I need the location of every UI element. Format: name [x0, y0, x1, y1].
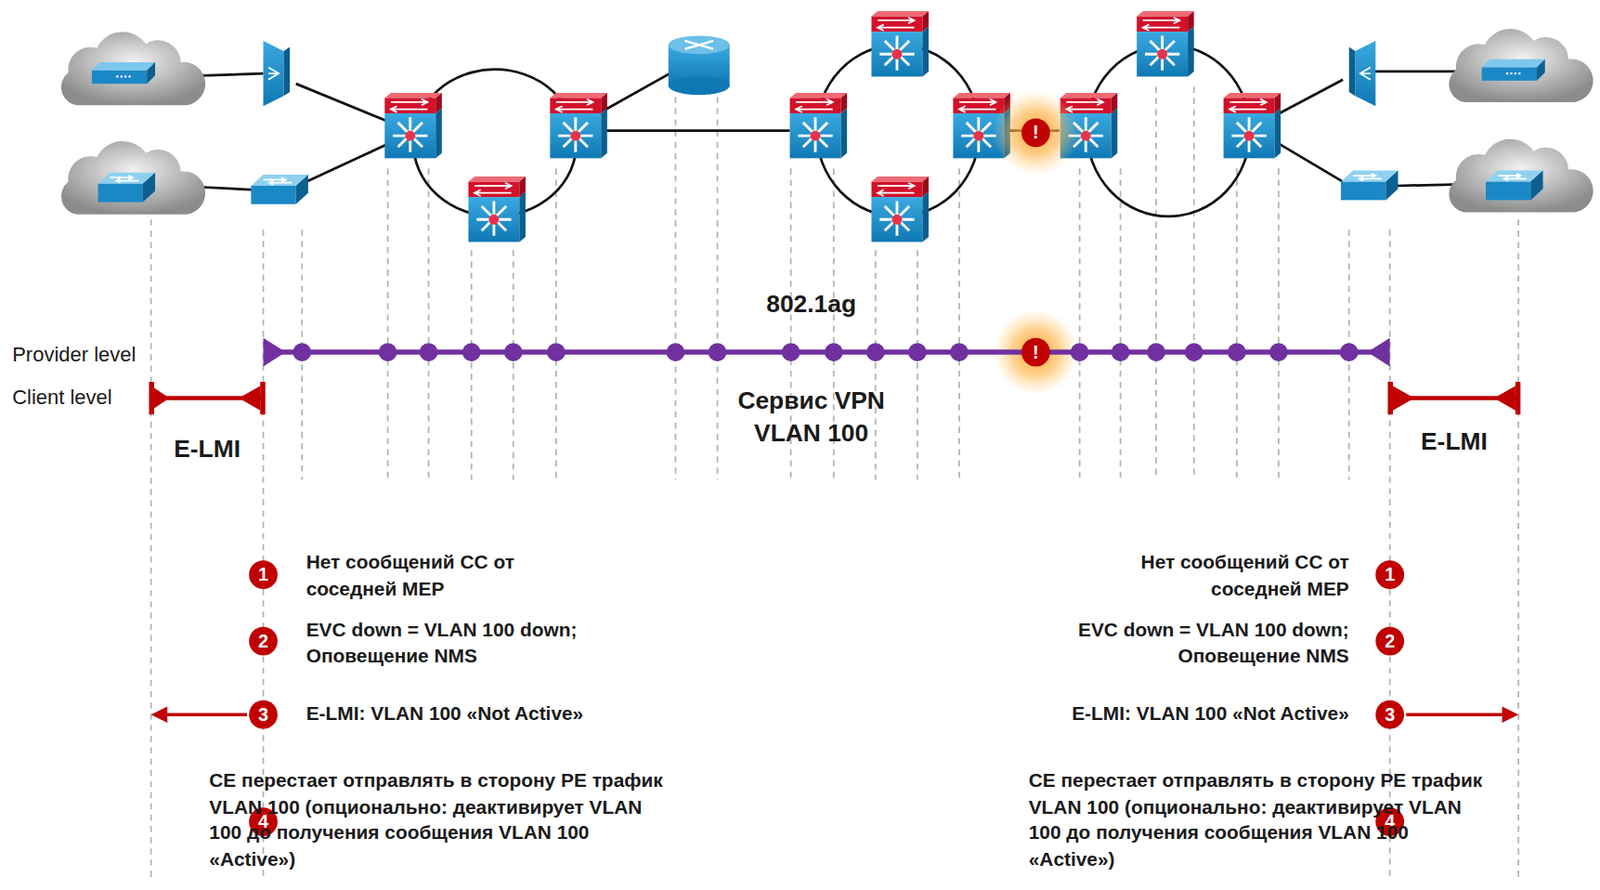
mip-dot — [666, 342, 686, 362]
callout-number: 1 — [248, 559, 278, 589]
dashed-guide — [1079, 168, 1081, 480]
mip-dot — [1184, 342, 1204, 362]
callout-text: 3 — [1384, 704, 1395, 724]
callout-text: 2 — [1384, 631, 1395, 651]
service-label: E-LMI — [1420, 424, 1488, 458]
protocol-label: 802.1ag — [766, 287, 857, 322]
mip-dot — [292, 342, 312, 362]
dashed-guide — [1119, 168, 1122, 480]
step-note: Нет сообщений CC от соседней MEP — [306, 548, 521, 601]
dashed-guide — [150, 219, 153, 878]
level-label: Client level — [12, 383, 113, 412]
mip-dot — [824, 342, 844, 362]
dashed-guide — [1517, 219, 1520, 878]
callout-number: 3 — [248, 700, 278, 729]
step-note: CE перестает отправлять в сторону PE тра… — [208, 767, 669, 872]
dashed-guide — [555, 168, 558, 480]
mep-line — [263, 338, 1391, 367]
callout-text: ! — [1032, 342, 1040, 362]
dashed-guide — [1235, 168, 1238, 480]
dashed-guide — [151, 86, 1520, 878]
callout-number: 2 — [1375, 626, 1405, 656]
callout-number: 2 — [248, 626, 278, 656]
service-label: Сервис VPN VLAN 100 — [709, 383, 914, 450]
cloud — [61, 28, 1594, 215]
mip-dot — [949, 342, 969, 362]
mip-dot — [504, 342, 523, 362]
failure-glow — [992, 90, 1079, 396]
device-icon — [91, 11, 1546, 242]
mip-dot — [462, 342, 482, 362]
ring — [413, 44, 1250, 217]
dashed-guide — [428, 168, 430, 480]
dashed-guide — [958, 168, 961, 480]
dashed-guide — [675, 96, 677, 480]
callout-text: 1 — [1384, 565, 1395, 585]
callout-text: ! — [1032, 123, 1040, 143]
step-note: E-LMI: VLAN 100 «Not Active» — [1071, 700, 1350, 727]
dashed-guide — [387, 168, 390, 480]
callout-number: 1 — [1375, 559, 1405, 589]
step-note: EVC down = VLAN 100 down; Оповещение NMS — [1042, 616, 1350, 669]
mip-dot — [1269, 342, 1288, 362]
dashed-guide — [1155, 86, 1158, 480]
callout-text: 3 — [258, 704, 269, 724]
dashed-guide — [716, 96, 719, 480]
dashed-guide — [512, 249, 515, 480]
step-note: EVC down = VLAN 100 down; Оповещение NMS — [306, 616, 613, 669]
mip-dot — [1339, 342, 1359, 362]
level-label: Provider level — [12, 340, 136, 369]
step-note: Нет сообщений CC от соседней MEP — [1134, 548, 1350, 601]
dashed-guide — [874, 249, 877, 480]
link-wire — [173, 71, 1488, 190]
step-note: CE перестает отправлять в сторону PE тра… — [1028, 767, 1489, 872]
callout-text: 1 — [258, 565, 269, 585]
mip-dot — [1111, 342, 1131, 362]
dashed-guide — [1277, 168, 1280, 480]
dashed-guide — [1193, 86, 1196, 480]
mip-dot — [378, 342, 398, 362]
callout-text: 2 — [258, 631, 269, 651]
service-label: E-LMI — [173, 432, 241, 467]
mip-dot — [1146, 342, 1166, 362]
dashed-guide — [470, 249, 473, 480]
dashed-guide — [916, 249, 919, 480]
fault-marker: ! — [1021, 338, 1051, 367]
step-note: E-LMI: VLAN 100 «Not Active» — [306, 700, 585, 727]
mip-dot — [419, 342, 439, 362]
mip-dot — [546, 342, 566, 362]
mip-dot — [708, 342, 728, 362]
mip-dot — [781, 342, 801, 362]
mip-dot — [1227, 342, 1247, 362]
mip-dot — [1070, 342, 1090, 362]
mip-dot — [866, 342, 885, 362]
callout-number: 3 — [1375, 700, 1405, 729]
mip-dot — [908, 342, 927, 362]
fault-marker: ! — [1021, 117, 1051, 147]
